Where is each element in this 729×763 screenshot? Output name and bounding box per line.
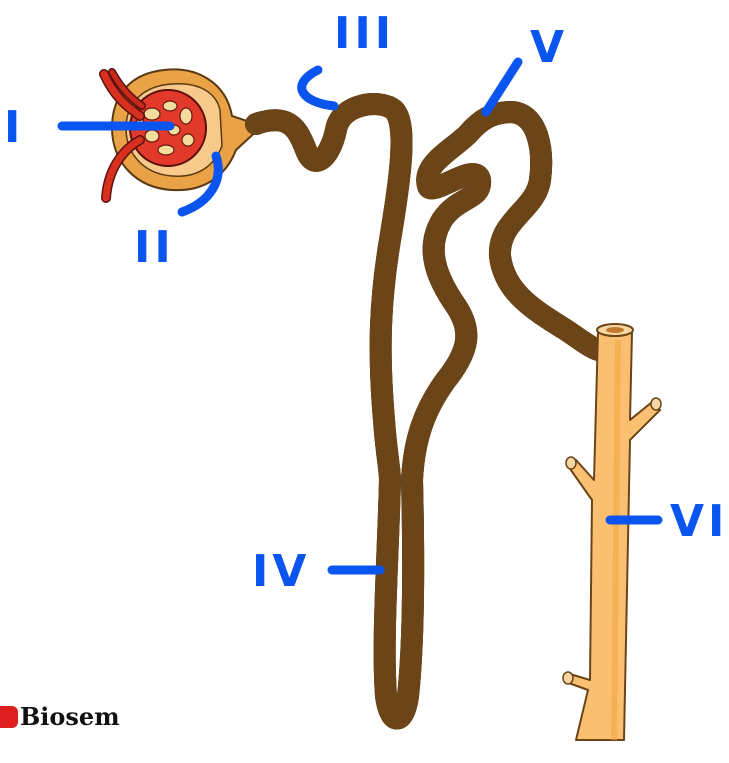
- collecting-duct: [563, 324, 661, 740]
- label-i: I: [4, 102, 24, 153]
- pointer-line-iii: [302, 70, 334, 106]
- label-vi: VI: [670, 496, 728, 547]
- label-iii: III: [334, 8, 395, 59]
- logo-text: Biosem: [20, 702, 120, 731]
- renal-corpuscle: [104, 69, 262, 198]
- youtube-icon: [0, 706, 18, 728]
- label-ii: II: [134, 222, 175, 273]
- label-iv: IV: [252, 546, 310, 597]
- biosem-logo: Biosem: [0, 702, 120, 731]
- label-v: V: [530, 22, 568, 73]
- nephron-tubule: [256, 104, 612, 718]
